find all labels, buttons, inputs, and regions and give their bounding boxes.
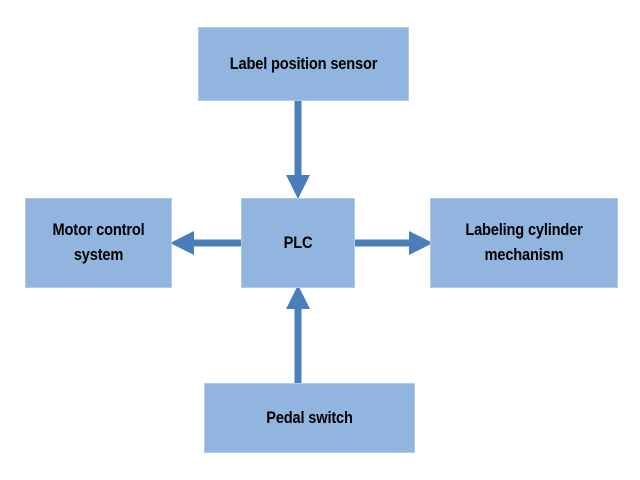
node-label-position-sensor[interactable]: Label position sensor	[198, 27, 409, 101]
arrow-plc-to-cylinder	[352, 231, 433, 255]
node-labeling-cylinder-mechanism[interactable]: Labeling cylinder mechanism	[430, 198, 618, 288]
node-labeling-cylinder-mechanism-label: Labeling cylinder mechanism	[465, 220, 583, 264]
node-plc-label: PLC	[283, 232, 313, 252]
node-pedal-switch-label: Pedal switch	[266, 407, 353, 427]
arrow-sensor-to-plc	[286, 98, 310, 199]
node-pedal-switch[interactable]: Pedal switch	[204, 383, 415, 453]
arrow-pedal-to-plc	[286, 285, 310, 386]
node-plc[interactable]: PLC	[241, 198, 355, 288]
arrow-plc-to-motor	[170, 231, 245, 255]
node-label-position-sensor-label: Label position sensor	[229, 53, 378, 73]
node-motor-control-system[interactable]: Motor control system	[25, 198, 172, 288]
node-motor-control-system-label: Motor control system	[52, 220, 145, 264]
